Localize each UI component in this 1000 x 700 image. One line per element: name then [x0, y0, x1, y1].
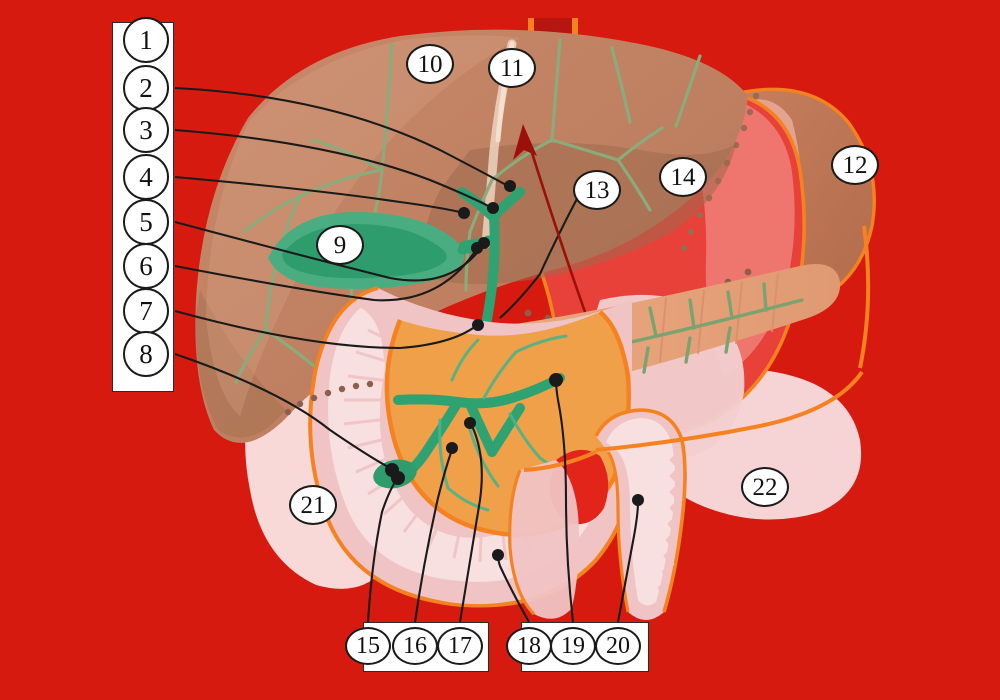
label-badge-8[interactable]: 8 [123, 331, 169, 377]
label-badge-16[interactable]: 16 [392, 627, 438, 665]
label-badge-4[interactable]: 4 [123, 154, 169, 200]
label-badge-3[interactable]: 3 [123, 107, 169, 153]
label-badge-8-text: 8 [139, 338, 153, 369]
label-badge-7[interactable]: 7 [123, 288, 169, 334]
leader-lines [174, 86, 640, 623]
label-badge-15-text: 15 [356, 633, 380, 659]
label-badge-15[interactable]: 15 [345, 627, 391, 665]
label-badge-22[interactable]: 22 [741, 467, 789, 507]
label-badge-6[interactable]: 6 [123, 243, 169, 289]
label-badge-12[interactable]: 12 [831, 145, 879, 185]
label-badge-20-text: 20 [606, 633, 630, 659]
label-badge-11[interactable]: 11 [488, 48, 536, 88]
label-badge-13[interactable]: 13 [573, 170, 621, 210]
head-duct-system [393, 373, 565, 483]
label-badge-1-text: 1 [139, 24, 153, 55]
label-badge-10[interactable]: 10 [406, 44, 454, 84]
label-badge-9[interactable]: 9 [316, 225, 364, 265]
label-badge-5-text: 5 [139, 206, 153, 237]
label-badge-13-text: 13 [584, 176, 610, 204]
mesocolon-line [595, 370, 864, 452]
label-badge-14[interactable]: 14 [659, 157, 707, 197]
label-badge-19-text: 19 [561, 633, 585, 659]
mesocolon-line-left [523, 450, 597, 472]
label-badge-18[interactable]: 18 [506, 627, 552, 665]
label-badge-11-text: 11 [499, 54, 525, 82]
label-badge-18-text: 18 [517, 633, 541, 659]
label-badge-2[interactable]: 2 [123, 65, 169, 111]
red-arrow-annotation [513, 124, 587, 313]
label-badge-16-text: 16 [403, 633, 427, 659]
label-badge-19[interactable]: 19 [550, 627, 596, 665]
mesocolon-line-right [858, 225, 871, 369]
label-badge-2-text: 2 [139, 72, 153, 103]
label-badge-3-text: 3 [139, 114, 153, 145]
label-badge-17-text: 17 [448, 633, 472, 659]
label-badge-4-text: 4 [139, 161, 153, 192]
leader-endpoints [385, 180, 644, 561]
label-badge-10-text: 10 [417, 50, 443, 78]
label-badge-22-text: 22 [752, 473, 778, 501]
label-badge-21[interactable]: 21 [289, 485, 337, 525]
jejunum-loops [508, 408, 687, 620]
label-badge-9-text: 9 [333, 231, 347, 259]
label-badge-12-text: 12 [842, 151, 868, 179]
label-badge-1[interactable]: 1 [123, 17, 169, 63]
label-badge-14-text: 14 [670, 163, 696, 191]
label-badge-20[interactable]: 20 [595, 627, 641, 665]
label-badge-5[interactable]: 5 [123, 199, 169, 245]
label-badge-7-text: 7 [139, 295, 153, 326]
label-badge-6-text: 6 [139, 250, 153, 281]
label-badge-17[interactable]: 17 [437, 627, 483, 665]
label-badge-21-text: 21 [300, 491, 326, 519]
